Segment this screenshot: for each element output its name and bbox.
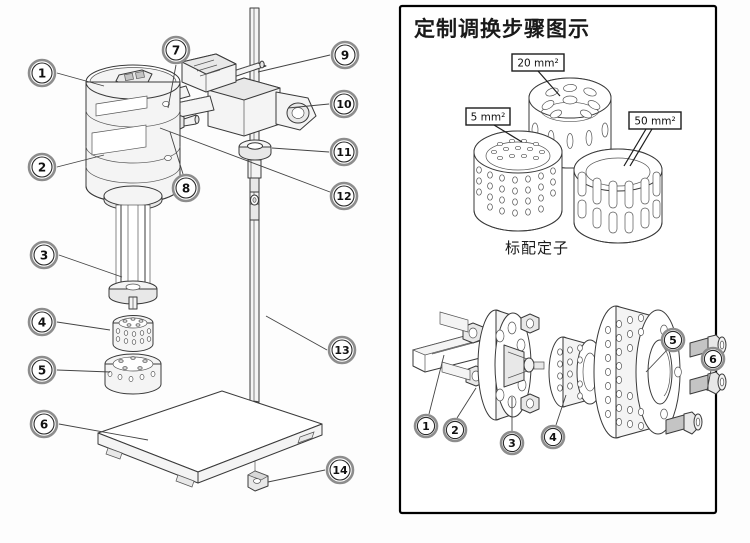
right-panel-group: 定制调换步骤图示: [398, 4, 727, 515]
callout-5-label: 5: [38, 364, 46, 378]
callout-13[interactable]: 13: [327, 335, 357, 365]
locking-nut: [247, 455, 269, 492]
tag-5mm[interactable]: 5 mm²: [465, 107, 523, 143]
stator-sleeve-small: [112, 315, 154, 352]
assembly-callout-4[interactable]: 4: [540, 424, 566, 450]
assembly-leader-lines: [428, 349, 712, 431]
callout-2[interactable]: 2: [27, 152, 57, 182]
left-leader-lines: [56, 54, 331, 483]
assembly-callout-2-label: 2: [451, 424, 459, 437]
callout-11-label: 11: [336, 146, 351, 159]
callout-9[interactable]: 9: [330, 40, 360, 70]
callout-9-label: 9: [341, 49, 349, 63]
callout-8[interactable]: 8: [171, 173, 201, 203]
left-diagram-group: 1 2 3 4: [27, 7, 360, 492]
callout-6-label: 6: [40, 418, 48, 432]
tag-5mm-label: 5 mm²: [471, 112, 506, 124]
base-plate: [97, 390, 323, 488]
tag-50mm[interactable]: 50 mm²: [623, 111, 682, 167]
callout-2-label: 2: [38, 161, 46, 175]
left-callouts: 1 2 3 4: [27, 35, 360, 485]
motor-housing-body: [85, 81, 181, 211]
callout-1-label: 1: [38, 67, 46, 81]
callout-4-label: 4: [38, 316, 46, 330]
collar-ring: [238, 139, 272, 161]
callout-12[interactable]: 12: [329, 181, 359, 211]
assembly-callout-1[interactable]: 1: [413, 413, 439, 439]
callout-5[interactable]: 5: [27, 355, 57, 385]
callout-11[interactable]: 11: [329, 137, 359, 167]
stator-sleeve-large: [104, 353, 162, 395]
inner-rotor-ring: [548, 336, 604, 408]
assembly-callout-6-label: 6: [709, 353, 717, 366]
callout-3[interactable]: 3: [29, 240, 59, 270]
callout-7[interactable]: 7: [161, 35, 191, 65]
tag-20mm[interactable]: 20 mm²: [511, 53, 565, 97]
callout-10-label: 10: [336, 98, 352, 111]
rotor-stator-assembly-group: 1 2 3 4: [411, 305, 727, 456]
callout-8-label: 8: [182, 182, 190, 196]
assembly-callout-4-label: 4: [549, 431, 557, 444]
callout-4[interactable]: 4: [27, 307, 57, 337]
callout-13-label: 13: [334, 344, 349, 357]
callout-14[interactable]: 14: [325, 455, 355, 485]
tag-50mm-label: 50 mm²: [634, 116, 675, 128]
stator-50mm: [573, 148, 663, 244]
hex-nut: [439, 311, 487, 387]
boss-head-clamp: [161, 77, 317, 137]
stator-5mm: [473, 130, 563, 232]
assembly-callout-1-label: 1: [422, 420, 430, 433]
callout-10[interactable]: 10: [329, 89, 359, 119]
callout-3-label: 3: [40, 249, 48, 263]
callout-1[interactable]: 1: [27, 58, 57, 88]
dispersing-shaft: [108, 204, 158, 310]
panel-title: 定制调换步骤图示: [414, 17, 590, 41]
assembly-callout-6[interactable]: 6: [700, 346, 726, 372]
assembly-callouts: 1 2 3 4: [413, 327, 726, 456]
assembly-callout-3-label: 3: [508, 437, 516, 450]
assembly-callout-3[interactable]: 3: [499, 430, 525, 456]
callout-14-label: 14: [332, 464, 348, 477]
tag-20mm-label: 20 mm²: [517, 58, 558, 70]
callout-6[interactable]: 6: [29, 409, 59, 439]
assembly-callout-5[interactable]: 5: [660, 327, 686, 353]
assembly-callout-2[interactable]: 2: [442, 417, 468, 443]
assembly-callout-5-label: 5: [669, 334, 677, 347]
callout-7-label: 7: [172, 44, 180, 58]
rotor-flange: [477, 309, 545, 421]
callout-12-label: 12: [336, 190, 351, 203]
stator-caption: 标配定子: [505, 239, 569, 257]
stator-disc: [593, 305, 682, 439]
